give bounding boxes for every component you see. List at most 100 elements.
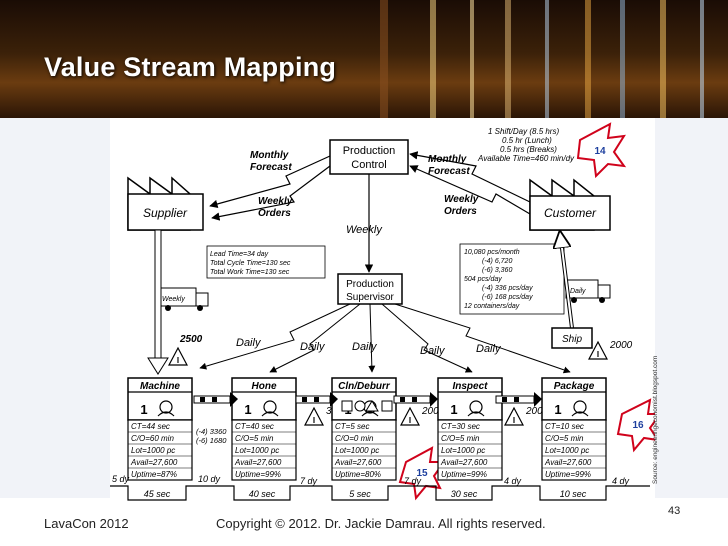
operator-icon	[469, 400, 483, 414]
timeline-seconds: 10 sec	[560, 489, 587, 499]
footer-event: LavaCon 2012	[44, 516, 129, 531]
process-data-value: CT=5 sec	[335, 422, 369, 431]
production-control-box	[329, 139, 409, 175]
timeline-seconds: 30 sec	[451, 489, 478, 499]
svg-text:(-6) 3,360: (-6) 3,360	[482, 267, 512, 274]
svg-text:15: 15	[416, 468, 428, 479]
footer-copyright: Copyright © 2012. Dr. Jackie Damrau. All…	[216, 516, 546, 531]
process-data-value: Lot=1000 pc	[235, 446, 279, 455]
cleaning-symbols	[341, 400, 393, 412]
operator-count: 1	[140, 402, 147, 417]
svg-text:Production: Production	[346, 279, 394, 290]
timeline-days: 4 dy	[504, 476, 522, 486]
svg-text:14: 14	[594, 146, 606, 157]
inventory-icon: I	[588, 340, 608, 360]
process-data-value: Uptime=99%	[441, 470, 487, 479]
inventory-icon: I	[304, 406, 324, 426]
svg-text:I: I	[513, 416, 515, 425]
light-streak	[470, 0, 474, 118]
slide-number: 43	[668, 505, 681, 517]
process-data-value: Avail=27,600	[130, 458, 178, 467]
process-data-value: CT=30 sec	[441, 422, 480, 431]
svg-text:Supervisor: Supervisor	[346, 292, 394, 303]
process-name: Package	[554, 381, 595, 392]
svg-text:504 pcs/day: 504 pcs/day	[464, 276, 502, 283]
svg-text:Total Work Time=130 sec: Total Work Time=130 sec	[210, 269, 290, 276]
light-streak	[585, 0, 591, 118]
process-data-value: C/O=5 min	[441, 434, 480, 443]
inventory-icon: I	[400, 406, 420, 426]
process-data-value: Avail=27,600	[544, 458, 592, 467]
svg-text:I: I	[409, 416, 411, 425]
light-streak	[660, 0, 666, 118]
operator-icon	[261, 411, 279, 417]
process-data-value: CT=40 sec	[235, 422, 274, 431]
process-name: Cln/Deburr	[338, 381, 391, 392]
light-streak	[505, 0, 511, 118]
value-stream-map: Supplier Customer Production Control 1 S…	[110, 118, 655, 503]
process-data-value: Uptime=99%	[235, 470, 281, 479]
operator-count: 1	[554, 402, 561, 417]
machine-inventory-split: (-4) 3360	[196, 427, 227, 436]
forecast-arrow-right	[409, 151, 531, 203]
svg-text:10,080 pcs/month: 10,080 pcs/month	[464, 249, 520, 256]
process-data-value: Avail=27,600	[334, 458, 382, 467]
process-data-value: Avail=27,600	[440, 458, 488, 467]
timeline-seconds: 40 sec	[249, 489, 276, 499]
process-data-value: Lot=1000 pc	[131, 446, 175, 455]
process-data-value: Uptime=87%	[131, 470, 177, 479]
process-data-box	[331, 419, 397, 481]
supplier-label: Supplier	[143, 206, 188, 220]
customer-shipment-arrow	[560, 232, 573, 329]
inventory-count: 2500	[179, 334, 203, 345]
process-data-box	[231, 419, 297, 481]
monthly-forecast-left: Monthly	[250, 150, 289, 161]
light-streak	[380, 0, 388, 118]
operator-icon	[263, 400, 277, 414]
inventory-icon: I	[168, 346, 188, 366]
daily-label: Daily	[476, 343, 502, 355]
operator-icon	[467, 411, 485, 417]
ship-box	[551, 327, 593, 349]
operator-icon	[361, 411, 379, 417]
light-streak	[430, 0, 436, 118]
light-streak	[700, 0, 704, 118]
production-control-label: Control	[351, 159, 386, 171]
machine-inventory-split: (-6) 1680	[196, 436, 227, 445]
svg-text:Available Time=460 min/dy: Available Time=460 min/dy	[477, 154, 575, 163]
process-data-value: C/O=60 min	[131, 434, 174, 443]
svg-text:I: I	[177, 356, 179, 365]
inventory-count: 2000	[609, 340, 633, 351]
process-data-box	[437, 419, 503, 481]
monthly-forecast-right: Forecast	[428, 166, 470, 177]
svg-text:0.5 hr (Lunch): 0.5 hr (Lunch)	[502, 136, 552, 145]
slide-title: Value Stream Mapping	[44, 52, 337, 82]
svg-text:Weekly: Weekly	[162, 296, 185, 303]
svg-text:Ship: Ship	[562, 334, 582, 345]
process-name: Hone	[252, 381, 277, 392]
shift-info: 1 Shift/Day (8.5 hrs) 0.5 hr (Lunch) 0.5…	[477, 127, 575, 163]
svg-text:12 containers/day: 12 containers/day	[464, 303, 520, 310]
light-streak	[545, 0, 549, 118]
svg-text:I: I	[597, 350, 599, 359]
operator-icon	[157, 411, 175, 417]
process-box	[437, 377, 503, 421]
process-data-value: Uptime=99%	[545, 470, 591, 479]
lead-time-box	[206, 245, 326, 279]
process-data-value: C/O=5 min	[545, 434, 584, 443]
customer-factory: Customer	[529, 178, 611, 231]
orders-arrow-left	[211, 165, 331, 221]
light-streak	[620, 0, 625, 118]
timeline-seconds: 5 sec	[349, 489, 371, 499]
timeline-ladder	[110, 485, 650, 501]
customer-label: Customer	[544, 206, 597, 220]
timeline-days: 5 dy	[112, 474, 130, 484]
svg-text:(-6) 168 pcs/day: (-6) 168 pcs/day	[482, 294, 533, 301]
supplier-shipment-arrow	[154, 229, 162, 363]
process-data-value: C/O=5 min	[235, 434, 274, 443]
orders-arrow-right	[409, 165, 531, 215]
forecast-arrow-left	[209, 155, 331, 209]
daily-label: Daily	[300, 341, 326, 353]
